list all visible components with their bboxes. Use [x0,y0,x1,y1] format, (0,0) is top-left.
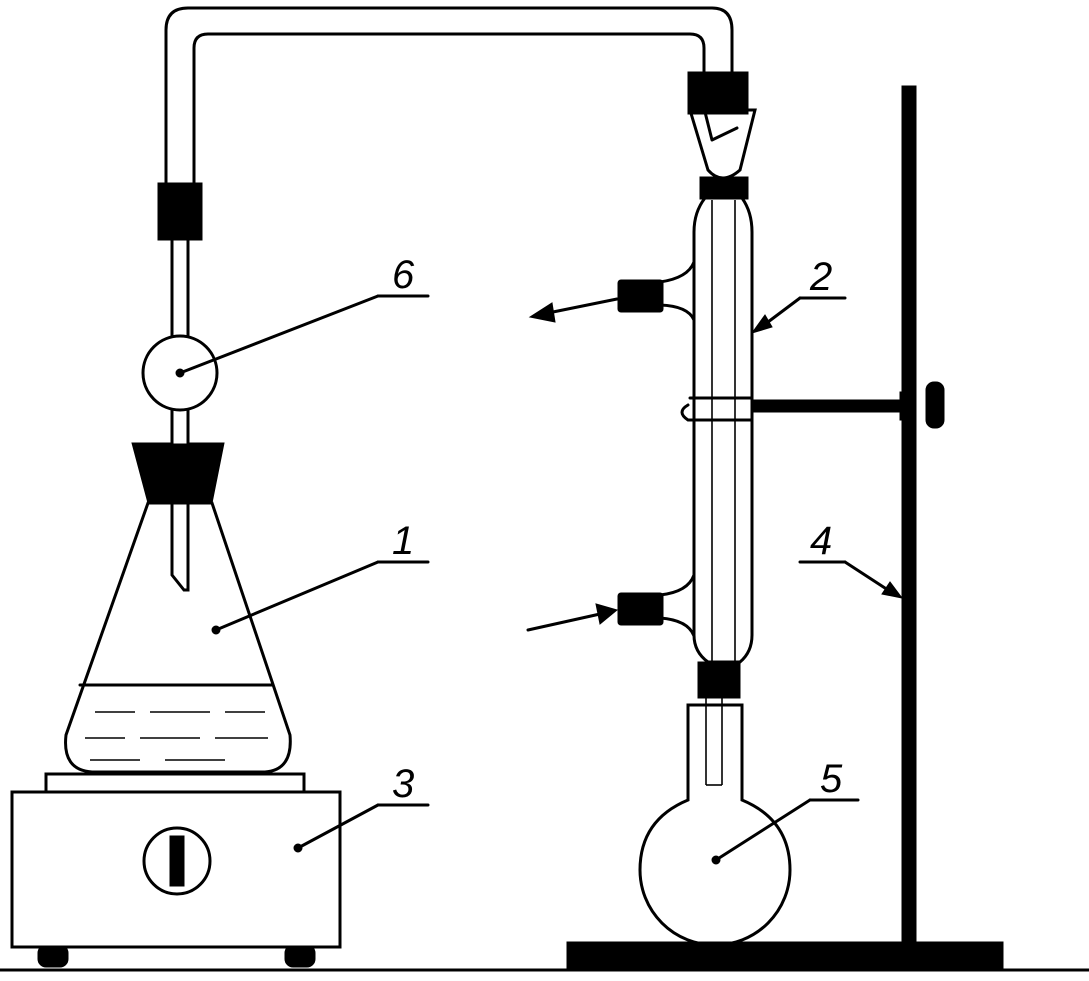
condenser-neck-ring [699,176,749,200]
label-condenser: 2 [809,255,832,299]
heater-plate [44,772,306,794]
stand-rod [901,85,917,945]
conical-flask [64,501,292,774]
tube-connector-upper [157,182,203,241]
leader-lines [175,294,904,865]
label-flask: 1 [392,519,414,563]
heater-knob [142,826,212,896]
clamp-rod [751,399,913,413]
label-receiver: 5 [820,757,843,801]
receiver-flask [638,698,792,947]
condenser-bottom-connector [697,661,741,699]
transfer-tube-outer [164,6,734,185]
flask-liquid [85,711,268,761]
clamp-knob [925,381,945,429]
heater [10,772,342,968]
stand-base [566,941,1004,969]
label-heater: 3 [392,762,414,806]
condenser-top-stopper [687,71,749,115]
hose-connector-outlet [617,279,664,313]
label-trap-bulb: 6 [392,253,415,297]
transfer-tube-inner [192,32,706,185]
flask-stopper [131,442,225,504]
hose-connector-inlet [617,592,664,626]
label-stand: 4 [810,519,832,563]
coolant-in-arrow [526,603,619,632]
delivery-tube-left [170,238,190,592]
coolant-out-arrow [528,297,619,323]
